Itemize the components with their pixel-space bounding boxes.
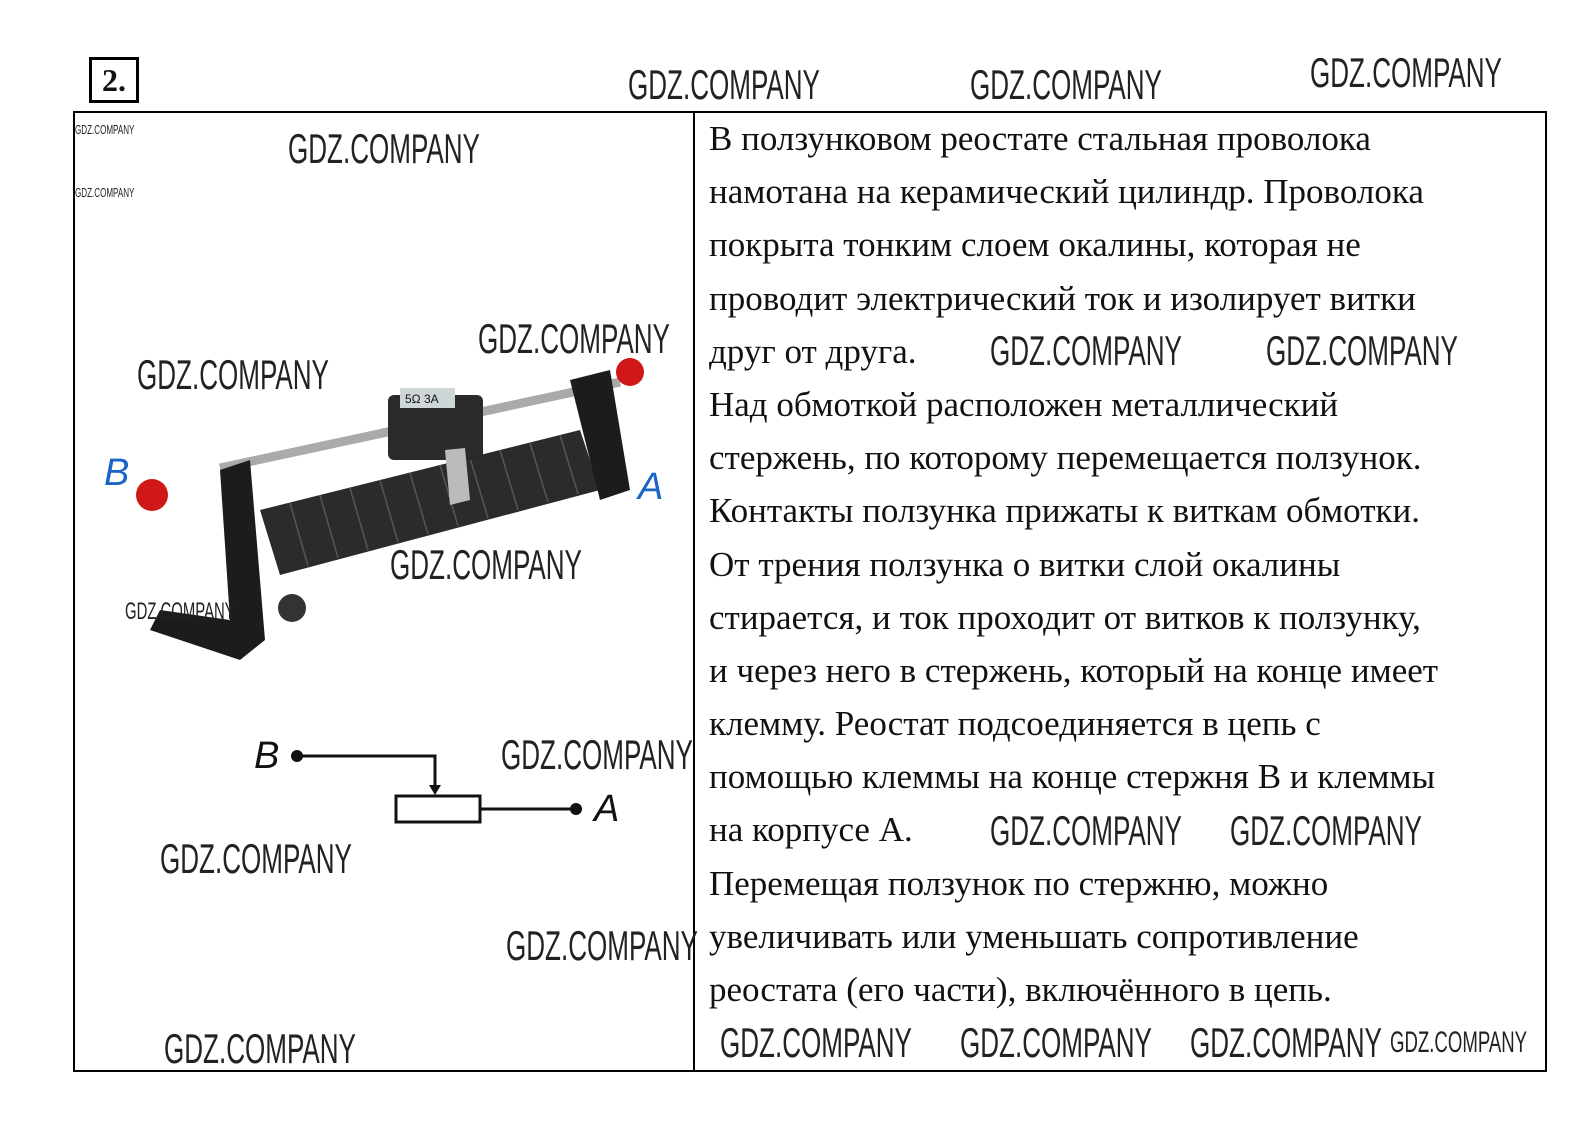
right-bracket [570,370,630,500]
answer-line: Над обмоткой расположен металлический [709,384,1339,424]
answer-line: намотана на керамический цилиндр. Провол… [709,172,1424,212]
watermark: GDZ.COMPANY [75,185,135,200]
answer-line: стержень, по которому перемещается ползу… [709,438,1422,478]
watermark: GDZ.COMPANY [1310,49,1502,96]
answer-table [73,111,1547,1072]
watermark: GDZ.COMPANY [1266,327,1458,374]
answer-line: помощью клеммы на конце стержня В и клем… [709,757,1436,797]
answer-line: реостата (его части), включённого в цепь… [709,970,1332,1009]
answer-line: проводит электрический ток и изолирует в… [709,278,1416,318]
watermark: GDZ.COMPANY [164,1025,356,1072]
answer-line: От трения ползунка о витки слой окалины [709,544,1341,584]
column-divider [693,111,695,1070]
watermark: GDZ.COMPANY [160,835,352,882]
watermark: GDZ.COMPANY [478,315,670,362]
watermark: GDZ.COMPANY [390,541,582,588]
watermark: GDZ.COMPANY [1190,1019,1382,1066]
answer-line: покрыта тонким слоем окалины, которая не [709,225,1361,265]
watermark: GDZ.COMPANY [137,351,329,398]
watermark: GDZ.COMPANY [990,807,1182,854]
left-bracket [150,460,265,660]
answer-line: В ползунковом реостате стальная проволок… [709,119,1371,158]
watermark: GDZ.COMPANY [506,922,698,969]
watermark: GDZ.COMPANY [1390,1026,1528,1059]
terminal-b [136,479,168,511]
watermark: GDZ.COMPANY [288,125,480,172]
slider-marking: 5Ω 3A [405,392,439,406]
schematic-label-b: B [254,735,280,777]
terminal-a-nut [278,594,306,622]
watermark: GDZ.COMPANY [628,61,820,108]
rheostat-schematic [291,750,582,824]
watermark: GDZ.COMPANY [960,1019,1152,1066]
answer-line: друг от друга. [709,331,917,371]
slider-arrow [429,785,441,795]
answer-text: В ползунковом реостате стальная проволок… [709,112,1438,1016]
answer-line: на корпусе А. [709,810,913,850]
terminal-top [616,358,644,386]
answer-line: увеличивать или уменьшать сопротивление [709,916,1359,956]
watermark: GDZ.COMPANY [720,1019,912,1066]
resistor [394,794,482,824]
watermark: GDZ.COMPANY [501,731,693,778]
answer-line: Контакты ползунка прижаты к виткам обмот… [709,491,1420,531]
task-number: 2. [89,57,139,103]
answer-line: и через него в стержень, который на конц… [709,650,1439,690]
watermark: GDZ.COMPANY [990,327,1182,374]
photo-label-a: A [638,466,664,508]
watermark: GDZ.COMPANY [970,61,1162,108]
watermark: GDZ.COMPANY [125,598,235,625]
wire-coil [260,430,600,575]
slider [388,388,483,505]
node-a [570,803,582,815]
answer-line: Перемещая ползунок по стержню, можно [709,863,1329,903]
rheostat-illustration [136,358,644,660]
watermark: GDZ.COMPANY [1230,807,1422,854]
answer-line: стирается, и ток проходит от витков к по… [709,597,1421,637]
watermark: GDZ.COMPANY [75,122,135,137]
photo-label-b: B [104,452,130,494]
schematic-label-a: A [594,788,620,830]
answer-line: клемму. Реостат подсоединяется в цепь с [709,704,1321,744]
